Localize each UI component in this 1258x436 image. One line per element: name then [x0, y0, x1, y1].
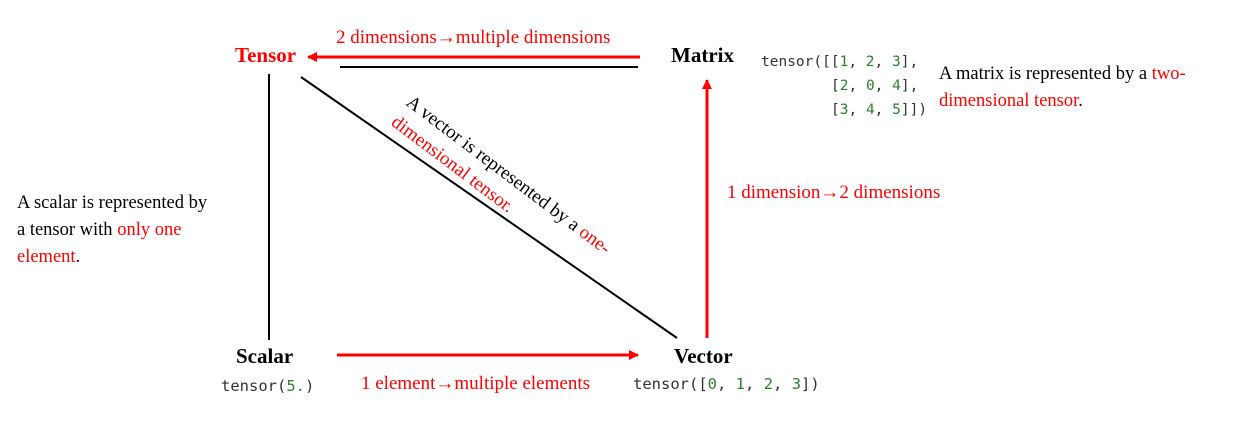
scalar-node: Scalar [236, 344, 294, 368]
scalar-note: A scalar is represented by a tensor with… [17, 193, 208, 267]
scalar-code: tensor(5.) [221, 377, 315, 395]
matrix-node: Matrix [671, 43, 734, 67]
tensor-node: Tensor [235, 43, 297, 67]
vector-node: Vector [674, 344, 733, 368]
matrix-code-row: tensor([[1, 2, 3], [761, 54, 919, 70]
scalar-vector-label: 1 element→multiple elements [361, 373, 590, 394]
matrix-code-row: [3, 4, 5]]) [831, 102, 928, 118]
vector-matrix-label: 1 dimension→2 dimensions [727, 182, 941, 203]
matrix-code-row: [2, 0, 4], [831, 78, 919, 94]
matrix-note: A matrix is represented by a two- dimens… [939, 64, 1186, 111]
matrix-tensor-label: 2 dimensions→multiple dimensions [336, 27, 611, 48]
matrix-code: tensor([[1, 2, 3], [2, 0, 4], [3, 4, 5]]… [761, 50, 927, 122]
tensor-vector-line [300, 76, 678, 339]
vector-code: tensor([0, 1, 2, 3]) [633, 375, 820, 393]
